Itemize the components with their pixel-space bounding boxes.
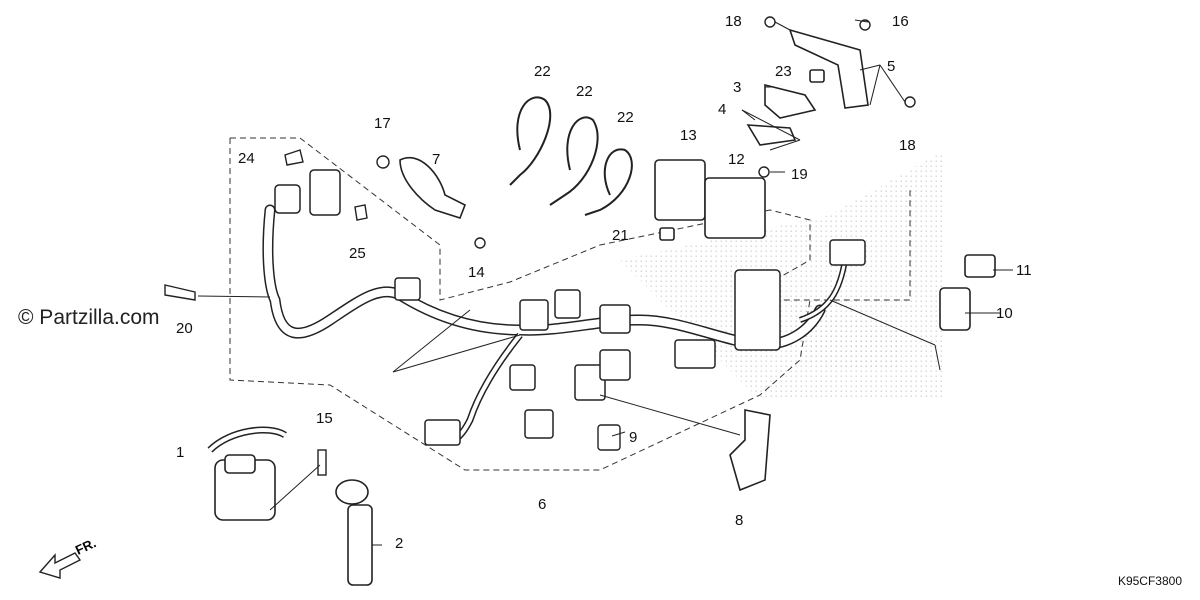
callout-6: 6	[538, 496, 547, 513]
harness-outline	[230, 137, 911, 301]
harness-connectors	[274, 169, 866, 446]
ignition-coil-part	[207, 426, 287, 521]
callout-7: 7	[432, 151, 441, 168]
callout-8: 8	[735, 512, 744, 529]
callout-12: 12	[728, 151, 745, 168]
stay-bracket-part-5	[788, 28, 869, 109]
callout-10: 10	[996, 305, 1013, 322]
callout-19: 19	[791, 166, 808, 183]
callout-17: 17	[374, 115, 391, 132]
callout-18-right: 18	[899, 137, 916, 154]
sensor-parts	[939, 254, 996, 331]
callout-5: 5	[887, 58, 896, 75]
leader-lines	[197, 19, 1013, 546]
callout-1: 1	[176, 444, 185, 461]
callout-25: 25	[349, 245, 366, 262]
callout-4: 4	[718, 101, 727, 118]
callout-18-top: 18	[725, 13, 742, 30]
callout-23: 23	[775, 63, 792, 80]
callout-2: 2	[395, 535, 404, 552]
watermark-text: © Partzilla.com	[18, 306, 160, 329]
bracket-part-8	[729, 409, 771, 492]
callout-16: 16	[892, 13, 909, 30]
direction-label: FR.	[73, 535, 98, 557]
wiring-harness-main-inner	[263, 206, 824, 350]
spark-plug-cap-part	[335, 479, 373, 586]
callout-14: 14	[468, 264, 485, 281]
callout-11: 11	[1016, 262, 1032, 279]
callout-21: 21	[612, 227, 629, 244]
callout-15: 15	[316, 410, 333, 427]
callout-22-right: 22	[617, 109, 634, 126]
callout-9: 9	[629, 429, 638, 446]
callout-20: 20	[176, 320, 193, 337]
callout-13: 13	[680, 127, 697, 144]
callout-3: 3	[733, 79, 742, 96]
front-direction-arrow: FR.	[38, 535, 98, 579]
cover-holder-parts	[746, 69, 825, 146]
callout-22-left: 22	[534, 63, 551, 80]
drawing-code: K95CF3800	[1117, 574, 1182, 588]
relay-blocks	[654, 159, 766, 241]
callout-24: 24	[238, 150, 255, 167]
callout-22-middle: 22	[576, 83, 593, 100]
bracket-part-7	[399, 157, 467, 219]
small-hardware	[164, 16, 916, 476]
wiring-branch-right-inner	[799, 259, 847, 322]
cable-ties-part-22	[509, 96, 633, 216]
